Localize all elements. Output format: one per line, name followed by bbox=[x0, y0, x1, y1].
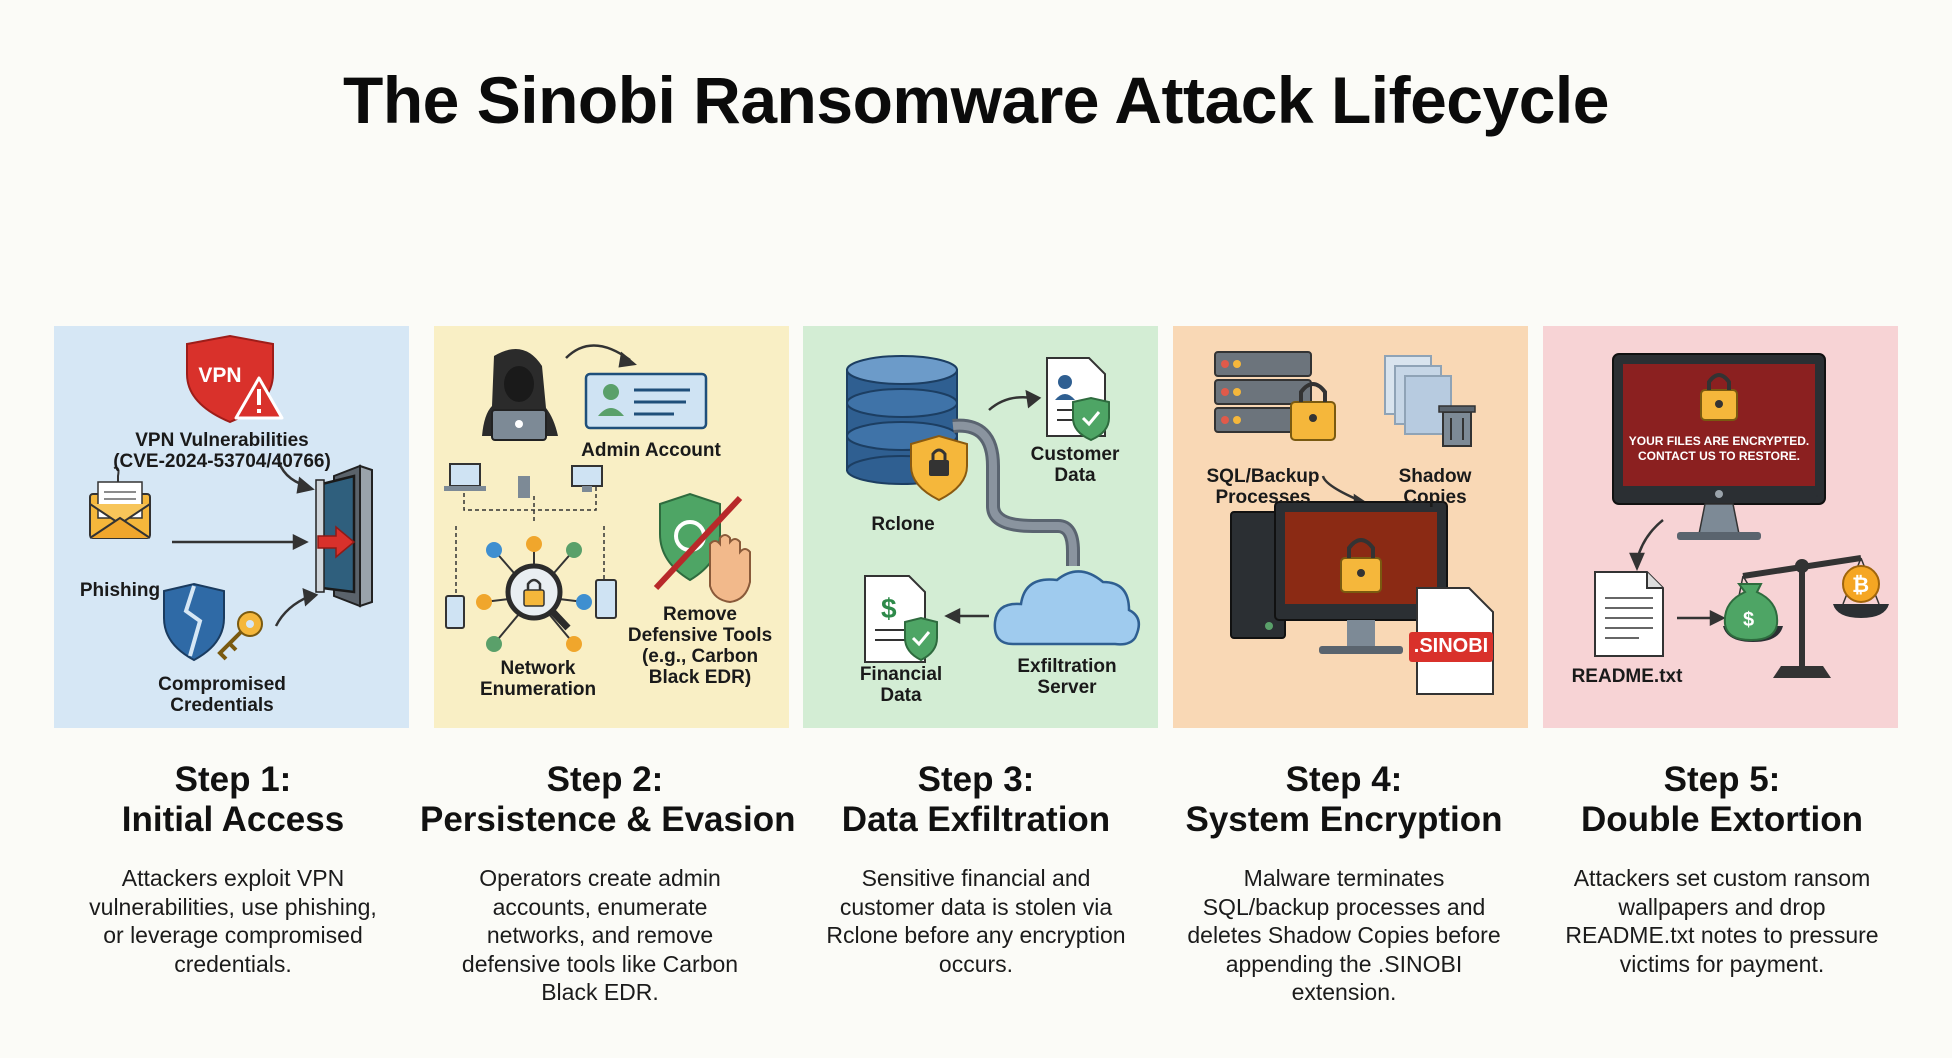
ransom-monitor-icon bbox=[1612, 353, 1826, 540]
rclone-label: Rclone bbox=[871, 514, 935, 535]
exfiltration-server-label: Exfiltration Server bbox=[1017, 656, 1117, 698]
bitcoin-icon: ₿ bbox=[1842, 565, 1880, 603]
step-3-description: Sensitive financial and customer data is… bbox=[826, 865, 1126, 977]
pipe-icon bbox=[952, 418, 1080, 566]
readme-label: README.txt bbox=[1571, 666, 1683, 687]
warning-icon bbox=[234, 376, 284, 420]
step-3-title: Step 3: Data Exfiltration bbox=[791, 760, 1161, 840]
sinobi-file-icon bbox=[1409, 587, 1494, 695]
step-5-title: Step 5: Double Extortion bbox=[1537, 760, 1907, 840]
arrow-icon bbox=[944, 607, 989, 625]
readme-document-icon bbox=[1594, 571, 1664, 657]
phishing-label: Phishing bbox=[79, 580, 161, 601]
lock-shield-icon bbox=[910, 434, 968, 502]
sinobi-extension-label: .SINOBI bbox=[1413, 635, 1489, 657]
sql-backup-label: SQL/Backup Processes bbox=[1206, 466, 1320, 508]
panel-persistence-evasion: Admin Account Network Enumeration Remove… bbox=[434, 326, 789, 728]
financial-data-label: Financial Data bbox=[859, 664, 943, 706]
arrow-icon bbox=[317, 525, 356, 559]
svg-text:$: $ bbox=[1743, 609, 1754, 631]
step-1-title: Step 1: Initial Access bbox=[48, 760, 418, 840]
svg-text:$: $ bbox=[881, 593, 897, 624]
step-name: Persistence & Evasion bbox=[420, 800, 796, 839]
step-number: Step 5: bbox=[1663, 760, 1781, 799]
network-icon bbox=[444, 463, 617, 652]
panel-data-exfiltration: $ Rclone Customer Data Financial Data Ex… bbox=[803, 326, 1158, 728]
network-enumeration-label: Network Enumeration bbox=[479, 658, 597, 700]
step-1-description: Attackers exploit VPN vulnerabilities, u… bbox=[89, 865, 377, 977]
arrow-icon bbox=[565, 344, 637, 368]
server-lock-icon bbox=[1214, 351, 1336, 441]
shadow-copies-icon bbox=[1384, 355, 1452, 435]
admin-account-label: Admin Account bbox=[581, 440, 721, 461]
step-number: Step 3: bbox=[917, 760, 1035, 799]
step-name: Data Exfiltration bbox=[841, 800, 1111, 839]
step-number: Step 4: bbox=[1285, 760, 1403, 799]
step-5-description: Attackers set custom ransom wallpapers a… bbox=[1565, 865, 1879, 977]
key-icon bbox=[217, 611, 263, 661]
database-icon bbox=[846, 355, 958, 485]
step-name: System Encryption bbox=[1185, 800, 1503, 839]
arrow-icon bbox=[1677, 609, 1726, 627]
computer-lock-icon bbox=[1230, 501, 1448, 654]
hand-icon bbox=[709, 534, 751, 604]
step-4-title: Step 4: System Encryption bbox=[1159, 760, 1529, 840]
ransom-screen-text: YOUR FILES ARE ENCRYPTED. CONTACT US TO … bbox=[1628, 434, 1810, 463]
arrow-icon bbox=[988, 389, 1042, 411]
arrow-icon bbox=[1629, 519, 1664, 572]
svg-text:₿: ₿ bbox=[1852, 574, 1869, 597]
customer-data-label: Customer Data bbox=[1030, 444, 1120, 486]
step-2-title: Step 2: Persistence & Evasion bbox=[420, 760, 796, 840]
phishing-email-icon bbox=[89, 466, 151, 539]
broken-shield-icon bbox=[163, 582, 225, 662]
blocked-shield-icon bbox=[653, 492, 743, 591]
arrow-icon bbox=[172, 457, 319, 627]
hacker-icon bbox=[482, 348, 558, 441]
cloud-icon bbox=[993, 570, 1141, 646]
page-title: The Sinobi Ransomware Attack Lifecycle bbox=[343, 63, 1609, 137]
step-name: Double Extortion bbox=[1581, 800, 1863, 839]
compromised-credentials-label: Compromised Credentials bbox=[158, 674, 286, 716]
financial-document-icon: $ bbox=[864, 575, 938, 663]
customer-document-icon bbox=[1046, 357, 1110, 442]
step-name: Initial Access bbox=[121, 800, 345, 839]
id-card-icon bbox=[584, 372, 708, 430]
magnifier-lock-icon bbox=[505, 563, 571, 631]
panel-double-extortion: $ ₿ YOUR FILES ARE ENCRYPTED. CONTACT US… bbox=[1543, 326, 1898, 728]
step-4-description: Malware terminates SQL/backup processes … bbox=[1187, 865, 1501, 1005]
step-number: Step 2: bbox=[546, 760, 664, 799]
shadow-copies-label: Shadow Copies bbox=[1398, 466, 1472, 508]
remove-defensive-tools-label: Remove Defensive Tools (e.g., Carbon Bla… bbox=[627, 604, 773, 688]
money-bag-icon: $ bbox=[1723, 583, 1779, 642]
panel-initial-access: VPN VPN Vulnerabilities (CVE-2024-53704/… bbox=[54, 326, 409, 728]
panel-system-encryption: SQL/Backup Processes Shadow Copies .SINO… bbox=[1173, 326, 1528, 728]
step-2-description: Operators create admin accounts, enumera… bbox=[461, 865, 739, 1005]
vpn-vulnerabilities-label: VPN Vulnerabilities (CVE-2024-53704/4076… bbox=[113, 430, 331, 472]
step-number: Step 1: bbox=[174, 760, 292, 799]
trash-icon bbox=[1438, 405, 1476, 447]
vpn-badge-label: VPN bbox=[198, 364, 242, 387]
